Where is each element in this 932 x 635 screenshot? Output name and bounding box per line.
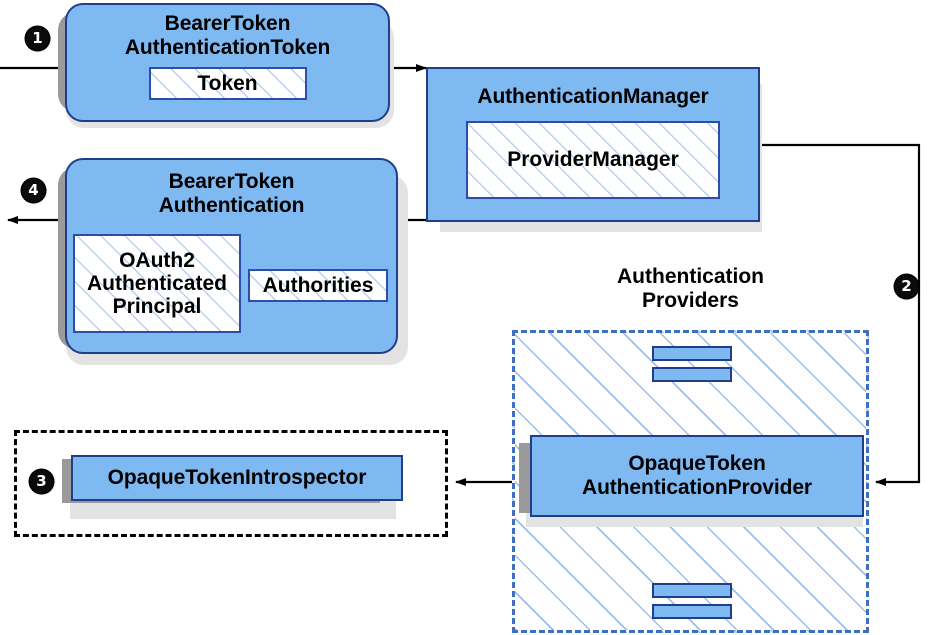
provider-title: OpaqueToken AuthenticationProvider <box>582 452 812 499</box>
node-bearer-token-authentication[interactable]: BearerToken Authentication OAuth2 Authen… <box>65 158 398 354</box>
inner-authorities: Authorities <box>248 269 388 303</box>
arrow-manager-to-provider <box>760 143 921 486</box>
bearer-token-authentication-token-title: BearerToken AuthenticationToken <box>124 12 331 59</box>
inner-provider-manager: ProviderManager <box>466 120 720 199</box>
node-bearer-token-authentication-token[interactable]: BearerToken AuthenticationToken Token <box>65 3 390 122</box>
provider-bar-bottom-2 <box>652 604 732 619</box>
inner-token: Token <box>148 67 307 101</box>
node-opaque-token-introspector[interactable]: OpaqueTokenIntrospector <box>71 455 403 501</box>
bearer-token-authentication-body: OAuth2 Authenticated Principal Authoriti… <box>67 217 396 352</box>
bearer-token-authentication-title: BearerToken Authentication <box>158 170 305 217</box>
inner-oauth2-authenticated-principal: OAuth2 Authenticated Principal <box>73 234 241 334</box>
node-opaque-token-authentication-provider[interactable]: OpaqueToken AuthenticationProvider <box>530 435 864 517</box>
provider-bar-top-2 <box>652 367 732 382</box>
provider-bar-bottom-1 <box>652 583 732 598</box>
badge-step-2: 2 <box>895 275 918 298</box>
badge-step-3: 3 <box>30 470 53 493</box>
authentication-manager-title: AuthenticationManager <box>477 85 709 108</box>
opaque-token-introspector-container <box>14 430 448 537</box>
opaque-token-introspector-title: OpaqueTokenIntrospector <box>107 466 367 490</box>
authentication-providers-label: Authentication Providers <box>617 265 764 312</box>
provider-bar-top-1 <box>652 346 732 361</box>
node-authentication-manager[interactable]: AuthenticationManager ProviderManager <box>426 67 760 222</box>
badge-step-4: 4 <box>22 179 45 202</box>
badge-step-1: 1 <box>26 27 49 50</box>
